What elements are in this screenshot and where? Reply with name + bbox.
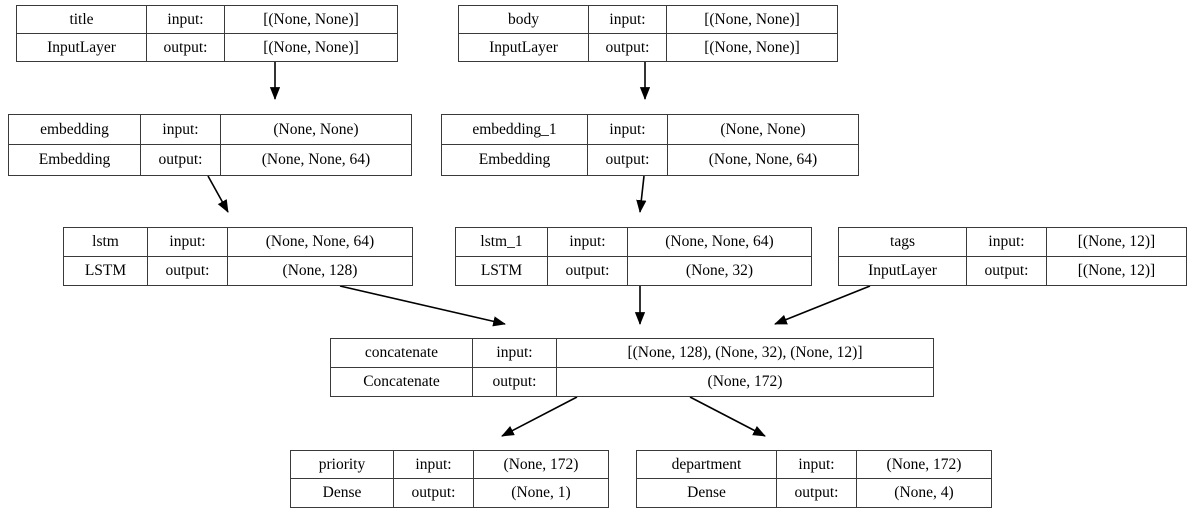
layer-name: embedding (9, 115, 141, 144)
layer-name: department (637, 451, 777, 478)
input-shape: [(None, None)] (704, 10, 800, 28)
layer-class-name: InputLayer (839, 256, 967, 285)
output-label: output: (148, 256, 228, 285)
input-shape: (None, 172) (503, 455, 579, 473)
layer-class-name: LSTM (456, 256, 548, 285)
output-label: output: (589, 33, 667, 61)
input-label: input: (777, 451, 857, 478)
input-label: input: (148, 228, 228, 256)
output-shape: [(None, 12)] (1077, 262, 1156, 279)
layer-class-name: Concatenate (331, 367, 473, 396)
input-label: input: (967, 228, 1047, 256)
edge-embedding-to-lstm (207, 175, 229, 213)
output-label: output: (473, 367, 557, 396)
output-label: output: (147, 33, 225, 61)
output-shape: [(None, None)] (704, 38, 800, 56)
output-label: output: (588, 145, 668, 175)
input-shape: [(None, None)] (263, 10, 359, 28)
layer-name: lstm (64, 228, 148, 256)
input-label: input: (147, 6, 225, 33)
input-label: input: (588, 115, 668, 144)
layer-class-name: Dense (291, 479, 394, 507)
edge-embedding_1-to-lstm_1 (636, 175, 647, 213)
output-shape: (None, None, 64) (708, 151, 818, 169)
layer-name: body (459, 6, 589, 33)
output-shape: (None, 1) (511, 484, 571, 502)
output-shape: [(None, None)] (263, 38, 359, 56)
edge-concatenate-to-department (689, 396, 766, 437)
layer-class-name: InputLayer (459, 33, 589, 61)
layer-name: tags (839, 228, 967, 256)
input-label: input: (473, 339, 557, 367)
layer-name: embedding_1 (442, 115, 588, 144)
layer-name: concatenate (331, 339, 473, 367)
output-shape: (None, 172) (707, 373, 783, 390)
layer-name: lstm_1 (456, 228, 548, 256)
output-shape: (None, 128) (282, 262, 358, 279)
output-label: output: (548, 256, 628, 285)
output-shape: (None, 32) (685, 262, 754, 279)
input-shape: (None, None) (720, 120, 806, 138)
output-shape: (None, None, 64) (261, 151, 371, 169)
layer-name: priority (291, 451, 394, 478)
layer-class-name: Embedding (442, 145, 588, 175)
input-label: input: (141, 115, 221, 144)
output-shape: (None, 4) (894, 484, 954, 502)
layer-class-name: Embedding (9, 145, 141, 175)
input-label: input: (589, 6, 667, 33)
input-shape: (None, None) (273, 120, 359, 138)
layer-class-name: Dense (637, 479, 777, 507)
edge-tags-to-concatenate (774, 285, 871, 325)
output-label: output: (394, 479, 474, 507)
input-shape: [(None, 128), (None, 32), (None, 12)] (627, 344, 863, 361)
output-label: output: (141, 145, 221, 175)
output-label: output: (967, 256, 1047, 285)
input-shape: [(None, 12)] (1077, 233, 1156, 250)
input-label: input: (394, 451, 474, 478)
edge-concatenate-to-priority (501, 396, 578, 437)
layer-class-name: InputLayer (17, 33, 147, 61)
input-label: input: (548, 228, 628, 256)
input-shape: (None, None, 64) (665, 233, 774, 250)
output-label: output: (777, 479, 857, 507)
input-shape: (None, 172) (886, 455, 962, 473)
input-shape: (None, None, 64) (265, 233, 375, 250)
layer-name: title (17, 6, 147, 33)
edge-lstm-to-concatenate (339, 285, 506, 327)
layer-class-name: LSTM (64, 256, 148, 285)
